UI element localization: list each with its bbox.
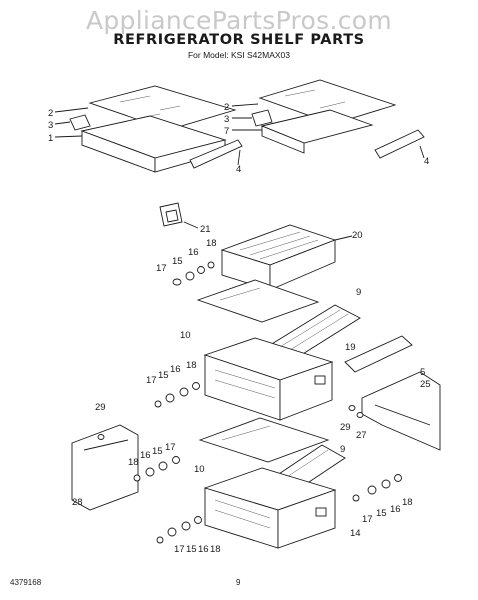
pin-29-left xyxy=(97,434,105,440)
callout-15-lower: 15 xyxy=(186,544,197,555)
callout-15-upper: 15 xyxy=(172,256,183,267)
hardware-cluster-lower-right xyxy=(352,474,402,502)
callout-1: 1 xyxy=(48,133,53,144)
callout-16-upper: 16 xyxy=(188,247,199,258)
watermark: AppliancePartsPros.com xyxy=(85,6,393,35)
callout-7: 7 xyxy=(224,126,229,137)
side-panel-left xyxy=(71,424,139,511)
crisper-drawer-lower xyxy=(203,467,337,549)
pin-29-right xyxy=(348,405,356,411)
crisper-drawer-middle xyxy=(203,337,334,421)
model-line: For Model: KSI S42MAX03 xyxy=(187,50,291,60)
callout-14: 14 xyxy=(350,528,361,539)
callout-10-lower: 10 xyxy=(194,464,205,475)
callout-2-left: 2 xyxy=(48,108,53,119)
callout-29-left: 29 xyxy=(95,402,106,413)
hardware-cluster-upper xyxy=(172,261,215,286)
callout-4-right: 4 xyxy=(424,156,429,167)
callout-19: 19 xyxy=(345,342,356,353)
callout-17-upper: 17 xyxy=(156,263,167,274)
shelf-assembly-left xyxy=(54,85,243,173)
callout-27: 27 xyxy=(356,430,367,441)
shelf-rail xyxy=(374,129,425,159)
shelf-rail xyxy=(189,139,243,169)
callout-28: 28 xyxy=(72,497,83,508)
callout-17-left: 17 xyxy=(165,442,176,453)
callout-15-middle: 15 xyxy=(158,370,169,381)
callout-29-right: 29 xyxy=(340,422,351,433)
callout-18-upper: 18 xyxy=(206,238,217,249)
callout-21: 21 xyxy=(200,224,211,235)
callout-18-middle: 18 xyxy=(186,360,197,371)
callout-15-left: 15 xyxy=(152,446,163,457)
callout-16-lower-right: 16 xyxy=(390,504,401,515)
hardware-cluster-middle xyxy=(154,382,200,408)
callout-17-middle: 17 xyxy=(146,375,157,386)
hardware-cluster-lower xyxy=(156,516,202,544)
callout-9-upper: 9 xyxy=(356,287,361,298)
callout-5: 5 xyxy=(420,367,425,378)
crisper-cover-lower xyxy=(198,417,330,463)
callout-3-left: 3 xyxy=(48,120,53,131)
diagram-title: REFRIGERATOR SHELF PARTS xyxy=(113,32,365,48)
drawer-rail-5 xyxy=(344,335,413,373)
page-number: 9 xyxy=(236,578,241,587)
shelf-trim xyxy=(251,109,273,127)
document-number: 4379168 xyxy=(10,578,42,587)
shelf-assembly-right xyxy=(231,79,425,159)
callout-3-right: 3 xyxy=(224,114,229,125)
callout-4-left: 4 xyxy=(236,164,241,175)
crisper-cover-upper xyxy=(196,279,320,323)
callout-18-left: 18 xyxy=(128,457,139,468)
callout-20: 20 xyxy=(352,230,363,241)
crisper-drawer-upper xyxy=(220,224,353,291)
callout-17-lower: 17 xyxy=(174,544,185,555)
callout-18-lower-right: 18 xyxy=(402,497,413,508)
callout-25: 25 xyxy=(420,379,431,390)
callout-18-lower: 18 xyxy=(210,544,221,555)
callout-15-lower-right: 15 xyxy=(376,508,387,519)
callout-16-middle: 16 xyxy=(170,364,181,375)
callout-9-lower: 9 xyxy=(340,444,345,455)
callout-2-right: 2 xyxy=(224,102,229,113)
callout-17-lower-right: 17 xyxy=(362,514,373,525)
callout-16-lower: 16 xyxy=(198,544,209,555)
bracket-21 xyxy=(159,202,199,229)
hardware-cluster-left xyxy=(133,456,180,482)
callout-10-upper: 10 xyxy=(180,330,191,341)
pin-27 xyxy=(356,412,364,418)
shelf-trim xyxy=(69,114,91,131)
callout-16-left: 16 xyxy=(140,450,151,461)
